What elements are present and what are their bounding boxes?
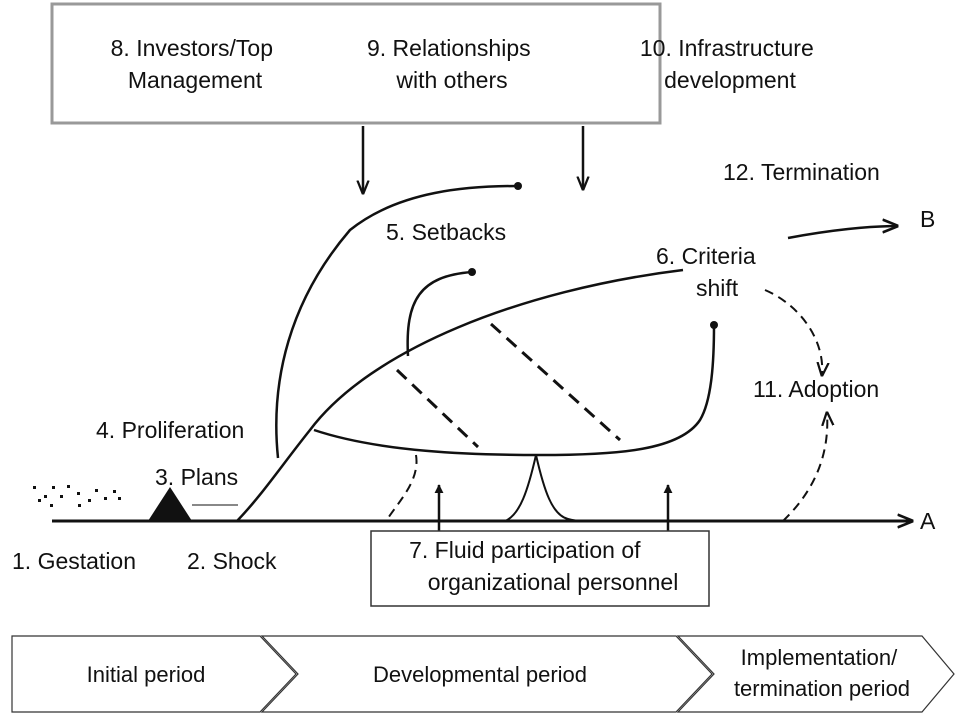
proliferation-label: 4. Proliferation — [96, 417, 244, 443]
dashed-connector-2 — [489, 322, 622, 442]
participation-peak — [504, 454, 585, 522]
criteria-shift-label: 6. Criteria shift — [656, 243, 762, 301]
period-initial — [11, 635, 297, 713]
contextual-factors-box — [50, 2, 662, 125]
termination-label: 12. Termination — [723, 159, 880, 185]
dashed-connector-1 — [395, 368, 480, 449]
period-developmental — [260, 635, 713, 713]
criteria-to-adoption-arrow — [764, 289, 822, 375]
plans-triangle — [148, 487, 192, 521]
infrastructure-label: 10. Infrastructure development — [640, 35, 820, 93]
period-implementation — [676, 635, 955, 713]
setbacks-branch-endpoint — [468, 268, 476, 276]
axis-end-label: A — [920, 508, 936, 534]
setbacks-label: 5. Setbacks — [386, 219, 506, 245]
dashed-descent — [385, 454, 418, 522]
termination-end-label: B — [920, 206, 935, 232]
period-developmental-label: Developmental period — [373, 662, 587, 687]
participation-box — [370, 530, 710, 607]
axis-to-adoption-arrow — [782, 413, 827, 522]
setbacks-endpoint — [514, 182, 522, 190]
proliferation-lower-curve — [313, 324, 716, 457]
termination-arrow — [787, 226, 897, 240]
plans-label: 3. Plans — [155, 464, 238, 490]
period-initial-label: Initial period — [87, 662, 206, 687]
adoption-label: 11. Adoption — [753, 376, 879, 402]
lower-curve-endpoint — [710, 321, 718, 329]
investors-label: 8. Investors/Top Management — [111, 35, 280, 93]
setbacks-upper-curve — [275, 184, 519, 459]
gestation-label: 1. Gestation — [12, 548, 136, 574]
setbacks-branch-curve — [406, 270, 473, 357]
period-implementation-label: Implementation/ termination period — [734, 645, 910, 701]
gestation-dots — [33, 485, 121, 507]
proliferation-upper-curve — [236, 268, 684, 522]
relationships-label: 9. Relationships with others — [367, 35, 537, 93]
shock-label: 2. Shock — [187, 548, 277, 574]
participation-label: 7. Fluid participation of organizational… — [409, 537, 678, 595]
